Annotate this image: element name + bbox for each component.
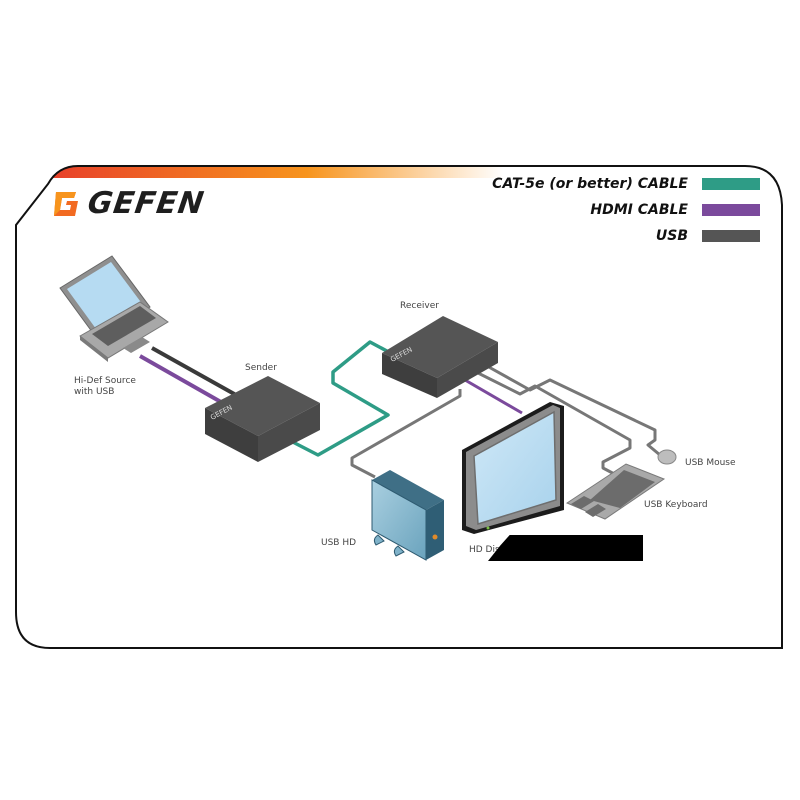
- legend-item-usb: USB: [492, 226, 760, 246]
- usb-keyboard-icon: [565, 463, 666, 520]
- legend-swatch-hdmi: [702, 204, 760, 216]
- usb-cable-receiver-keyboard: [475, 370, 632, 479]
- black-overlay-shape: [488, 535, 643, 561]
- frame-border: [15, 165, 783, 649]
- usb-cable-receiver-mouse: [486, 364, 661, 457]
- source-label-line2: with USB: [74, 387, 115, 397]
- legend-label: HDMI CABLE: [590, 202, 688, 218]
- usb-hard-drive-icon: [371, 470, 444, 561]
- usb-mouse-icon: [657, 449, 677, 465]
- gefen-g-logo-icon: [54, 191, 78, 216]
- display-label: HD Disp: [469, 545, 506, 555]
- sender-box-icon: GEFEN: [205, 376, 320, 462]
- usb-hd-label: USB HD: [321, 538, 357, 548]
- laptop-icon: [59, 255, 169, 362]
- brand-name: GEFEN: [85, 186, 207, 221]
- receiver-label: Receiver: [400, 301, 439, 311]
- usb-cable-receiver-hd: [350, 389, 462, 479]
- legend-swatch-cat5: [702, 178, 760, 190]
- hdmi-cable-laptop-sender: [139, 354, 229, 408]
- legend-item-hdmi: HDMI CABLE: [492, 200, 760, 220]
- gefen-logo: GEFEN: [50, 186, 207, 221]
- legend-item-cat5: CAT-5e (or better) CABLE: [492, 174, 760, 194]
- usb-cable-laptop-sender: [151, 346, 246, 402]
- legend-label: USB: [655, 228, 688, 244]
- sender-label: Sender: [245, 363, 277, 373]
- mouse-label: USB Mouse: [685, 458, 736, 468]
- keyboard-label: USB Keyboard: [644, 500, 708, 510]
- legend-swatch-usb: [702, 230, 760, 242]
- legend-label: CAT-5e (or better) CABLE: [492, 176, 688, 192]
- hdmi-cable-receiver-display: [464, 378, 523, 415]
- header-gradient-bar: [52, 166, 780, 178]
- cat5-cable: [283, 340, 400, 457]
- receiver-box-icon: GEFEN: [382, 316, 498, 398]
- source-label: Hi-Def Source with USB: [74, 376, 136, 398]
- cable-legend: CAT-5e (or better) CABLE HDMI CABLE USB: [492, 174, 760, 246]
- hd-display-icon: [462, 402, 564, 534]
- source-label-line1: Hi-Def Source: [74, 376, 136, 386]
